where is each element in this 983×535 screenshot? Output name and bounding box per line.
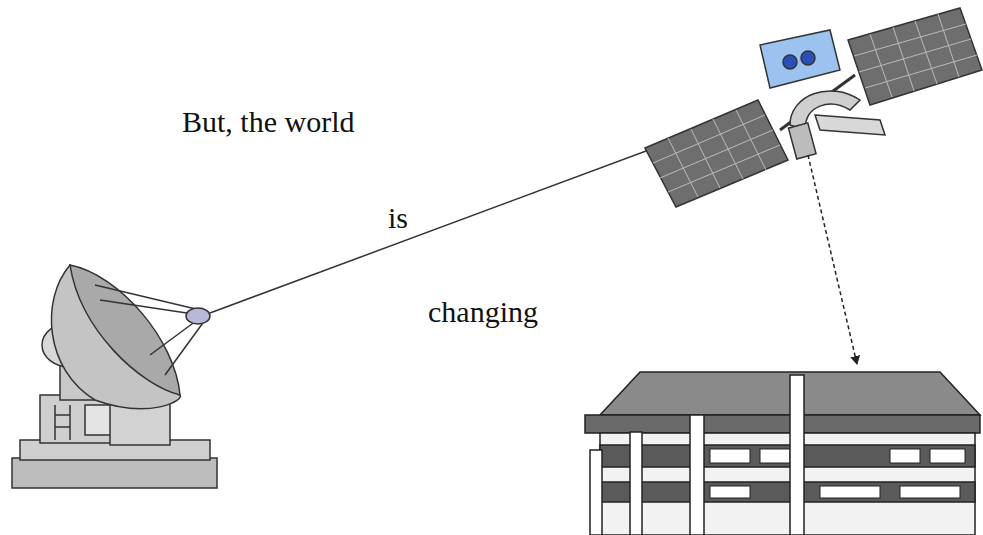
slide-text: But, the world <box>182 104 355 140</box>
signal-line <box>210 131 700 313</box>
downlink-arrow <box>808 155 857 364</box>
slide-text: is <box>388 200 408 236</box>
slide-text: changing <box>428 294 538 330</box>
ground-antenna <box>12 265 217 488</box>
building <box>585 372 980 535</box>
